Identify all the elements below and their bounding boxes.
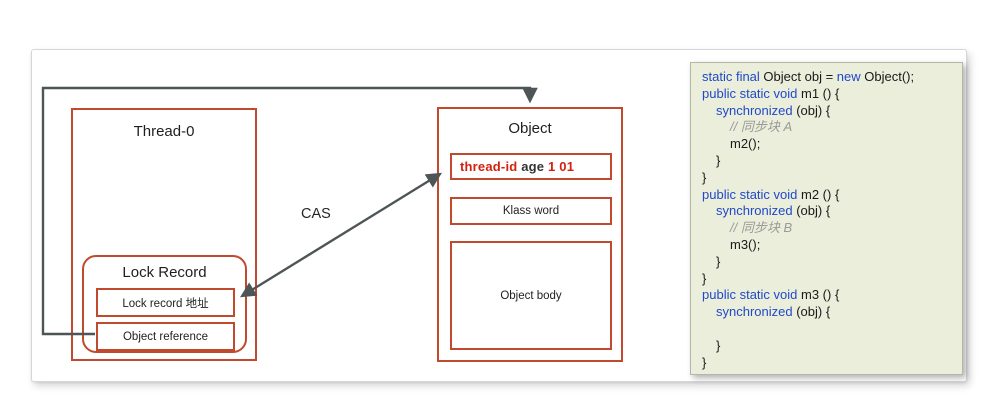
code-token: m3(); — [730, 236, 761, 252]
code-line: synchronized (obj) { — [702, 304, 954, 321]
code-token: (obj) { — [796, 102, 831, 118]
code-line: m3(); — [702, 237, 954, 254]
code-line: public static void m2 () { — [702, 187, 954, 204]
code-line: public static void m1 () { — [702, 86, 954, 103]
code-token: synchronized — [716, 304, 797, 320]
code-token: m1 () { — [801, 85, 840, 101]
code-line: } — [702, 338, 954, 355]
code-line — [702, 321, 954, 338]
object-reference-cell: Object reference — [96, 322, 235, 351]
code-token: (obj) { — [796, 203, 831, 219]
lock-record-title: Lock Record — [122, 264, 207, 281]
code-token: m3 () { — [801, 287, 840, 303]
code-token: new — [836, 69, 861, 84]
code-line: // 同步块 A — [702, 119, 954, 136]
code-token: // 同步块 B — [730, 220, 793, 236]
code-token: (obj) { — [796, 304, 831, 320]
code-line: } — [702, 153, 954, 170]
code-token: static final — [702, 69, 764, 84]
mark-word-segment: 1 01 — [548, 159, 575, 174]
code-token: } — [716, 152, 721, 168]
code-line: m2(); — [702, 136, 954, 153]
code-token: } — [702, 169, 707, 185]
code-line: } — [702, 254, 954, 271]
code-token: public static void — [702, 85, 801, 101]
code-token: } — [702, 270, 707, 286]
code-token: // 同步块 A — [730, 119, 793, 135]
mark-word-segment: thread-id — [460, 159, 518, 174]
code-token: } — [716, 253, 721, 269]
code-token: public static void — [702, 186, 801, 202]
code-token: Object obj = — [763, 69, 837, 84]
code-line: synchronized (obj) { — [702, 103, 954, 120]
lock-record-box: Lock Record Lock record 地址 Object refere… — [82, 255, 247, 353]
code-token: } — [702, 354, 707, 370]
mark-word-text: thread-id age 1 01 — [460, 159, 574, 174]
code-token: synchronized — [716, 102, 797, 118]
object-box: Object thread-id age 1 01 Klass word Obj… — [437, 107, 623, 362]
code-token: m2 () { — [801, 186, 840, 202]
object-body-cell: Object body — [450, 241, 612, 350]
code-line: } — [702, 355, 954, 372]
code-token: synchronized — [716, 203, 797, 219]
mark-word-segment: age — [517, 159, 549, 174]
code-token: Object(); — [860, 69, 915, 84]
code-token: } — [716, 337, 721, 353]
code-token: public static void — [702, 287, 801, 303]
code-token: m2(); — [730, 136, 761, 152]
code-line: } — [702, 271, 954, 288]
cas-label: CAS — [299, 206, 333, 222]
code-line: // 同步块 B — [702, 220, 954, 237]
thread-0-title: Thread-0 — [133, 123, 195, 140]
lock-record-address-cell: Lock record 地址 — [96, 288, 235, 317]
code-block: static final Object obj = new Object();p… — [690, 62, 963, 375]
code-line: synchronized (obj) { — [702, 203, 954, 220]
code-line: } — [702, 170, 954, 187]
object-title: Object — [508, 120, 552, 137]
code-line: public static void m3 () { — [702, 287, 954, 304]
code-line: static final Object obj = new Object(); — [702, 69, 954, 86]
klass-word-cell: Klass word — [450, 197, 612, 225]
mark-word-cell: thread-id age 1 01 — [450, 153, 612, 180]
